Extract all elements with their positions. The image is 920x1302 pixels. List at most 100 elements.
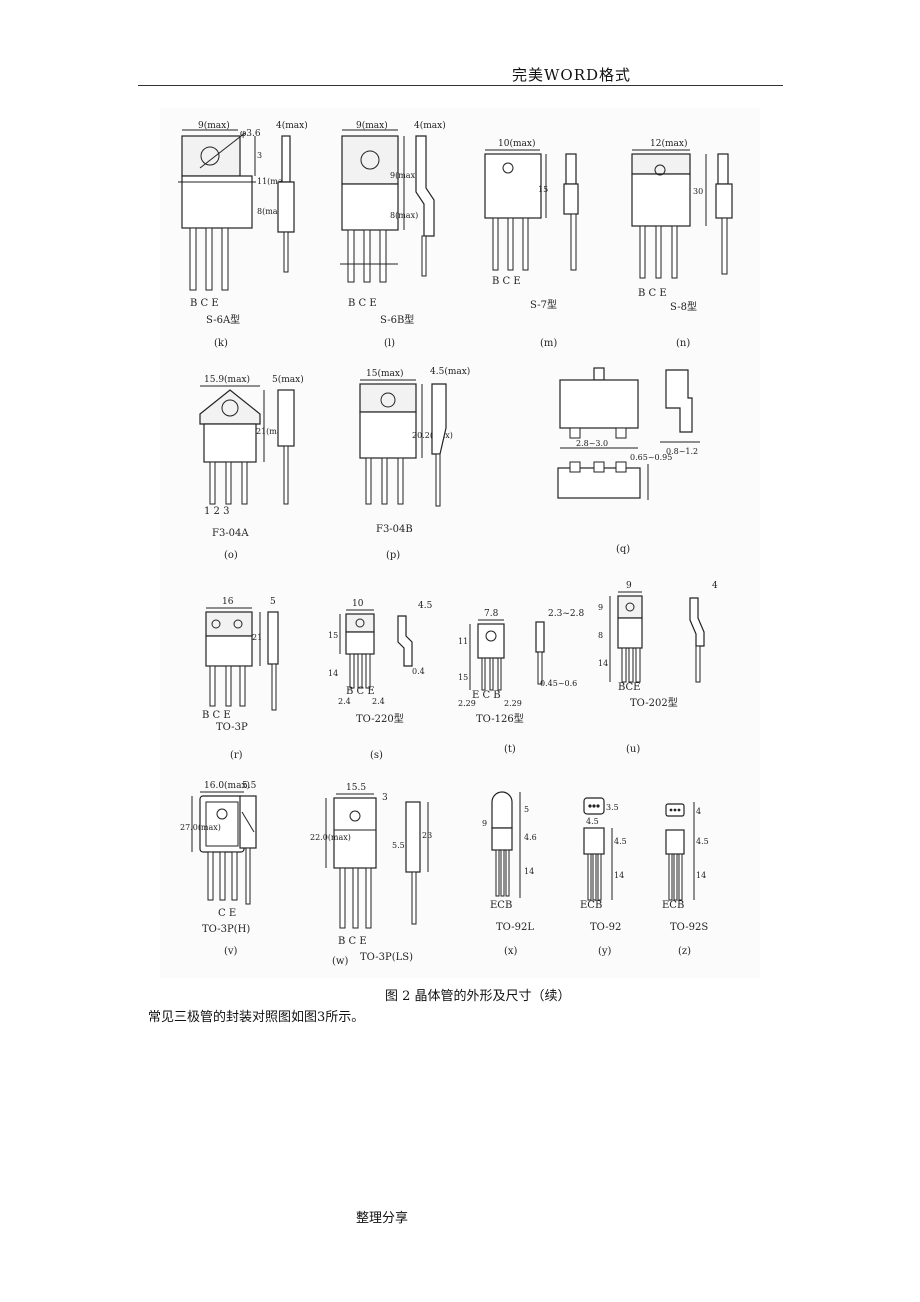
svg-text:F3-04A: F3-04A (212, 528, 249, 539)
svg-text:4.6: 4.6 (524, 833, 537, 842)
svg-text:9(max): 9(max) (390, 171, 418, 180)
svg-text:2.8~3.0: 2.8~3.0 (576, 439, 608, 448)
svg-text:S-6A型: S-6A型 (206, 313, 240, 326)
package-z: 4 4.5 14 ECB TO-92S (z) (662, 802, 709, 957)
package-r: 16 21 5 B C E TO-3P (r) (202, 597, 279, 761)
svg-text:2.29: 2.29 (458, 699, 476, 708)
svg-text:4.5: 4.5 (614, 837, 627, 846)
svg-text:TO-92S: TO-92S (670, 922, 708, 933)
figure-caption: 图 2 晶体管的外形及尺寸（续） (385, 989, 571, 1004)
svg-text:(q): (q) (616, 544, 630, 555)
svg-text:(l): (l) (384, 338, 395, 349)
package-p: 15(max) 20.2(max) 4.5(max) F3-04B (p) (359, 366, 470, 561)
svg-text:3.5: 3.5 (606, 803, 619, 812)
package-l: 9(max) 9(max) 8(max) 4(max) B C E S-6B型 … (340, 120, 446, 349)
svg-text:(p): (p) (386, 550, 400, 561)
svg-text:14: 14 (328, 669, 338, 678)
svg-text:11(max): 11(max) (257, 177, 290, 186)
package-s: 10 15 14 4.5 0.4 B C E 2.4 2.4 TO-220型 (… (328, 599, 433, 761)
svg-text:7.8: 7.8 (484, 609, 499, 619)
svg-text:8: 8 (598, 631, 603, 640)
package-y: 3.5 4.5 4.5 14 ECB TO-92 (y) (580, 797, 627, 957)
svg-text:15: 15 (538, 185, 548, 194)
svg-text:22.0(max): 22.0(max) (310, 833, 351, 842)
svg-text:8(max): 8(max) (257, 207, 285, 216)
svg-text:16.0(max): 16.0(max) (204, 780, 250, 791)
svg-text:9: 9 (598, 603, 603, 612)
svg-text:15.5: 15.5 (346, 783, 366, 793)
svg-text:(r): (r) (230, 750, 243, 761)
transistor-package-figure: 9(max) φ3.6 3 11(max) 8(max) 4(max) B C … (160, 108, 760, 978)
svg-text:0.65~0.95: 0.65~0.95 (630, 453, 672, 462)
svg-text:TO-92: TO-92 (590, 922, 621, 933)
svg-text:E C B: E C B (472, 690, 501, 701)
svg-text:12(max): 12(max) (650, 138, 687, 149)
svg-text:9: 9 (626, 581, 632, 591)
svg-text:(z): (z) (678, 946, 691, 957)
svg-text:14: 14 (598, 659, 608, 668)
svg-text:S-8型: S-8型 (670, 300, 697, 313)
svg-text:14: 14 (696, 871, 706, 880)
svg-text:3: 3 (382, 793, 388, 803)
package-n: 12(max) 30 B C E S-8型 (n) (631, 138, 733, 349)
svg-text:16: 16 (222, 597, 234, 607)
svg-text:4: 4 (712, 581, 718, 591)
svg-text:21(max): 21(max) (256, 427, 289, 436)
svg-text:B C E: B C E (492, 276, 521, 287)
svg-text:TO-220型: TO-220型 (356, 712, 404, 725)
package-k: 9(max) φ3.6 3 11(max) 8(max) 4(max) B C … (178, 120, 308, 349)
svg-text:(s): (s) (370, 750, 383, 761)
page-footer: 整理分享 (356, 1211, 409, 1226)
svg-text:4(max): 4(max) (414, 120, 446, 131)
svg-text:9(max): 9(max) (356, 120, 388, 131)
svg-text:B C E: B C E (190, 298, 219, 309)
svg-text:9(max): 9(max) (198, 120, 230, 131)
package-t: 7.8 11 15 2.3~2.8 0.45~0.6 E C B 2.29 2.… (458, 609, 584, 755)
page-header: 完美WORD格式 (512, 66, 632, 84)
body-paragraph: 常见三极管的封装对照图如图3所示。 (148, 1010, 365, 1025)
svg-text:2.4: 2.4 (338, 697, 351, 706)
svg-text:15: 15 (328, 631, 338, 640)
svg-text:C E: C E (218, 908, 236, 919)
svg-text:2.4: 2.4 (372, 697, 385, 706)
svg-text:(u): (u) (626, 744, 640, 755)
svg-text:15.9(max): 15.9(max) (204, 374, 250, 385)
svg-text:5: 5 (524, 805, 529, 814)
svg-text:B C E: B C E (348, 298, 377, 309)
package-u: 9 9 8 14 4 BCE TO-202型 (u) (598, 581, 718, 755)
svg-text:0.8~1.2: 0.8~1.2 (666, 447, 698, 456)
svg-text:14: 14 (614, 871, 624, 880)
svg-text:BCE: BCE (618, 682, 641, 693)
svg-text:ECB: ECB (662, 900, 684, 911)
svg-text:14: 14 (524, 867, 534, 876)
svg-text:27.0(max): 27.0(max) (180, 823, 221, 832)
svg-text:4.5: 4.5 (418, 601, 433, 611)
svg-text:1 2 3: 1 2 3 (204, 506, 229, 517)
svg-text:11: 11 (458, 637, 468, 646)
svg-text:3: 3 (257, 151, 262, 160)
svg-text:5.5: 5.5 (242, 781, 257, 791)
svg-text:(m): (m) (540, 338, 557, 349)
package-x: 9 5 4.6 14 ECB TO-92L (x) (482, 791, 537, 957)
svg-text:30: 30 (693, 187, 703, 196)
svg-text:9: 9 (482, 819, 487, 828)
svg-text:B C E: B C E (202, 710, 231, 721)
svg-text:B C E: B C E (346, 686, 375, 697)
svg-text:S-6B型: S-6B型 (380, 313, 414, 326)
svg-text:0.4: 0.4 (412, 667, 425, 676)
svg-text:(n): (n) (676, 338, 690, 349)
svg-text:(x): (x) (504, 946, 518, 957)
svg-text:ECB: ECB (490, 900, 512, 911)
svg-text:(y): (y) (598, 946, 612, 957)
svg-text:4: 4 (696, 807, 701, 816)
package-o: 15.9(max) 21(max) 5(max) 1 2 3 F3-04A (o… (199, 374, 304, 561)
svg-text:(t): (t) (504, 744, 516, 755)
svg-text:F3-04B: F3-04B (376, 524, 413, 535)
svg-text:15(max): 15(max) (366, 368, 403, 379)
svg-text:2.29: 2.29 (504, 699, 522, 708)
package-q: 2.8~3.0 0.65~0.95 0.8~1.2 (q) (557, 367, 700, 555)
svg-text:4.5: 4.5 (696, 837, 709, 846)
svg-text:TO-3P: TO-3P (216, 722, 248, 733)
svg-text:B C E: B C E (338, 936, 367, 947)
svg-text:TO-202型: TO-202型 (630, 696, 678, 709)
